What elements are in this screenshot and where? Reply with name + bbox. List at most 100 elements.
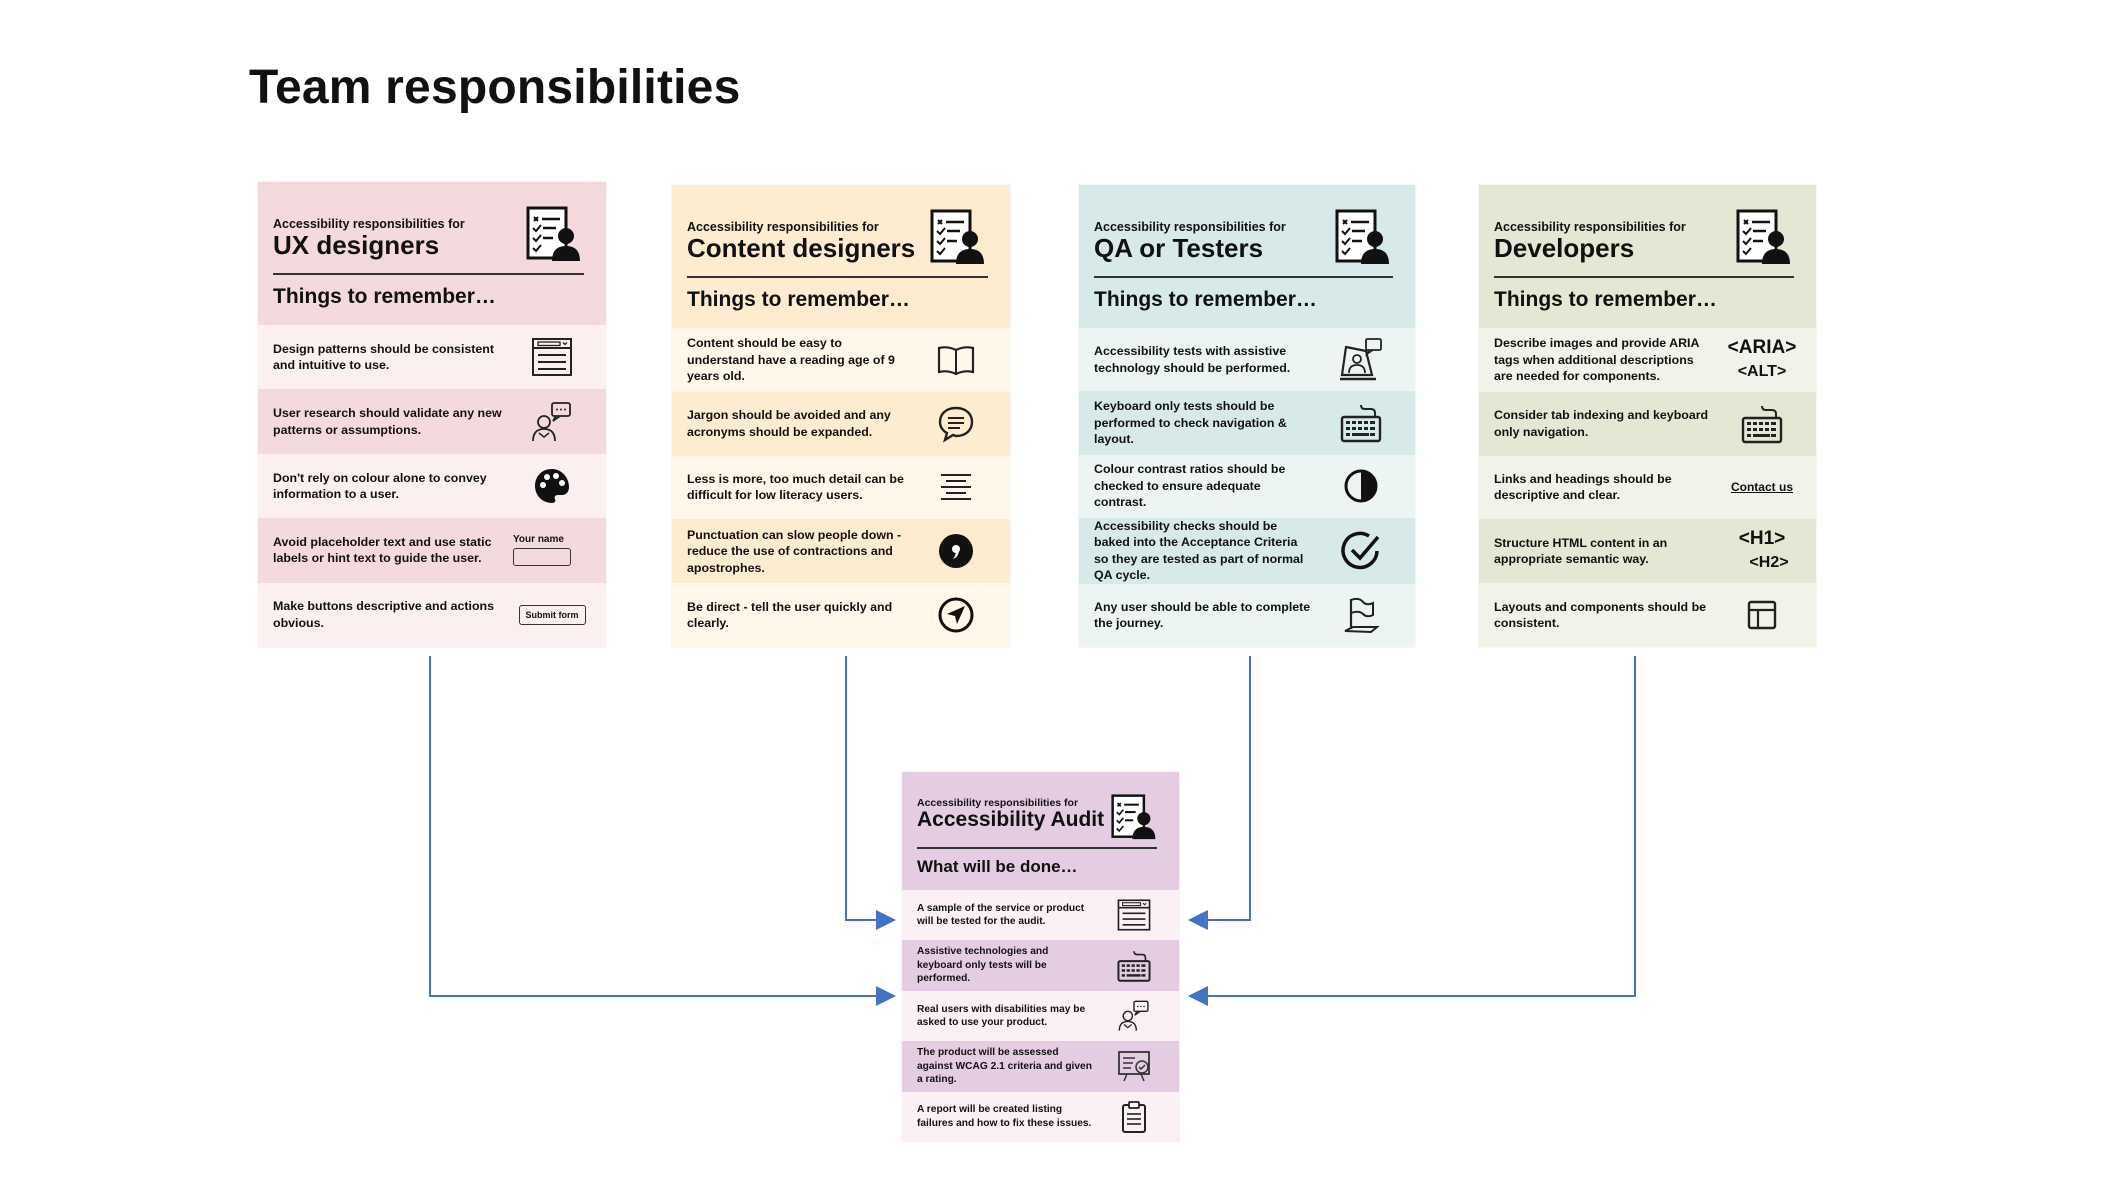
divider [1094,276,1393,278]
list-item-text: Design patterns should be consistent and… [273,341,494,373]
chat-bubble-icon [938,406,974,443]
check-circle-icon [1341,531,1380,569]
ux-designers-card: Accessibility responsibilities for UX de… [258,182,606,647]
list-item: Accessibility checks should be baked int… [1079,517,1415,584]
card-role-title: UX designers [273,230,440,260]
audit-card-header: Accessibility responsibilities for Acces… [902,772,1179,890]
list-item: Colour contrast ratios should be checked… [1079,454,1415,518]
list-item-text: Consider tab indexing and keyboard only … [1494,408,1709,439]
developers-card-header: Accessibility responsibilities for Devel… [1479,185,1816,328]
ux-to-audit-connector [429,656,882,997]
list-item: Layouts and components should be consist… [1479,583,1816,647]
list-item-text: The product will be assessed against WCA… [917,1047,1092,1086]
list-item: Avoid placeholder text and use static la… [258,518,606,583]
list-item-text: Accessibility tests with assistive techn… [1094,344,1291,375]
keyboard-icon [1339,401,1383,445]
ux-card-header: Accessibility responsibilities for UX de… [258,182,606,325]
layout-window-icon [1116,897,1152,933]
user-speech-icon [1117,999,1151,1033]
qa-testers-card: Accessibility responsibilities for QA or… [1079,185,1415,647]
list-item-text: Accessibility checks should be baked int… [1094,518,1304,583]
keyboard-icon [1116,948,1152,984]
button-icon: Submit form [518,604,586,625]
list-item-text: Real users with disabilities may be aske… [917,1003,1086,1029]
field-input-sample [513,548,571,567]
arrowhead-dev [1188,986,1208,1006]
page-title: Team responsibilities [249,61,741,114]
finish-flag-icon [1344,598,1380,634]
list-item: Less is more, too much detail can be dif… [672,455,1010,520]
checklist-profile-icon [1335,209,1391,265]
user-speech-icon [530,400,574,444]
list-item: Jargon should be avoided and any acronym… [672,391,1010,456]
list-item: Describe images and provide ARIA tags wh… [1479,328,1816,392]
card-kicker: Accessibility responsibilities for [917,797,1079,809]
arrowhead-ux [876,986,896,1006]
card-subtitle: Things to remember… [1494,288,1717,311]
list-item-text: Assistive technologies and keyboard only… [917,946,1049,985]
list-item: Accessibility tests with assistive techn… [1079,328,1415,392]
list-item: Links and headings should be descriptive… [1479,455,1816,520]
list-item-text: Any user should be able to complete the … [1094,599,1311,631]
list-item-text: A report will be created listing failure… [917,1104,1092,1129]
developers-card: Accessibility responsibilities for Devel… [1479,185,1816,647]
list-item: User research should validate any new pa… [258,389,606,454]
card-subtitle: Things to remember… [1094,288,1317,311]
direction-icon [938,597,974,633]
text-field-icon: Your name [513,526,591,574]
list-item: Be direct - tell the user quickly and cl… [672,583,1010,647]
list-item-text: Describe images and provide ARIA tags wh… [1494,336,1699,384]
card-kicker: Accessibility responsibilities for [1494,220,1686,234]
accessibility-audit-card: Accessibility responsibilities for Acces… [902,772,1179,1142]
keyboard-icon [1740,402,1784,446]
card-role-title: Content designers [687,233,916,263]
list-item-text: Make buttons descriptive and actions obv… [273,599,495,630]
list-item: Real users with disabilities may be aske… [902,990,1179,1042]
qa-card-header: Accessibility responsibilities for QA or… [1079,185,1415,328]
field-label-sample: Your name [513,534,564,546]
layout-window-icon [530,335,574,379]
list-item-text: Keyboard only tests should be performed … [1094,399,1287,447]
card-kicker: Accessibility responsibilities for [687,220,879,234]
list-item: Any user should be able to complete the … [1079,583,1415,647]
dev-to-audit-connector [1208,656,1636,997]
list-item-text: Links and headings should be descriptive… [1494,471,1672,503]
card-role-title: Developers [1494,233,1635,263]
list-item-text: Don't rely on colour alone to convey inf… [273,470,487,502]
content-card-header: Accessibility responsibilities for Conte… [672,185,1010,328]
book-icon [937,346,975,376]
h1-tag-label: <H1> [1738,528,1786,550]
divider [273,273,584,275]
list-item: The product will be assessed against WCA… [902,1041,1179,1092]
checklist-profile-icon [930,209,986,265]
palette-icon [535,469,569,504]
list-item-text: User research should validate any new pa… [273,406,502,437]
list-item-text: A sample of the service or product will … [917,902,1085,928]
list-item: Assistive technologies and keyboard only… [902,940,1179,991]
list-item-text: Layouts and components should be consist… [1494,599,1707,631]
list-item-text: Content should be easy to understand hav… [687,336,895,384]
contrast-icon [1344,469,1378,503]
list-item: Content should be easy to understand hav… [672,328,1010,392]
divider [1494,276,1794,278]
list-item-text: Avoid placeholder text and use static la… [273,534,492,566]
checklist-profile-icon [1736,209,1792,265]
list-item: Punctuation can slow people down - reduc… [672,519,1010,584]
list-item-text: Jargon should be avoided and any acronym… [687,408,891,439]
clipboard-icon [1122,1100,1146,1133]
list-item-text: Less is more, too much detail can be dif… [687,471,904,503]
arrowhead-content [876,910,896,930]
list-item: Structure HTML content in an appropriate… [1479,519,1816,584]
checklist-profile-icon [1111,794,1157,840]
list-item: A sample of the service or product will … [902,890,1179,941]
list-item: Make buttons descriptive and actions obv… [258,582,606,647]
list-item-text: Be direct - tell the user quickly and cl… [687,599,893,631]
list-item-text: Structure HTML content in an appropriate… [1494,535,1668,567]
arrowhead-qa [1188,910,1208,930]
presentation-check-icon [1118,1051,1150,1082]
list-item: Design patterns should be consistent and… [258,325,606,390]
card-kicker: Accessibility responsibilities for [1094,220,1286,234]
divider [687,276,988,278]
content-to-audit-connector [845,656,882,921]
